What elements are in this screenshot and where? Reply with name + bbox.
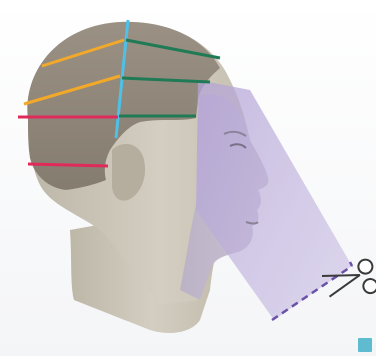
guide-line-red xyxy=(28,164,108,166)
corner-marker xyxy=(358,338,372,352)
projection-beam xyxy=(196,80,352,320)
